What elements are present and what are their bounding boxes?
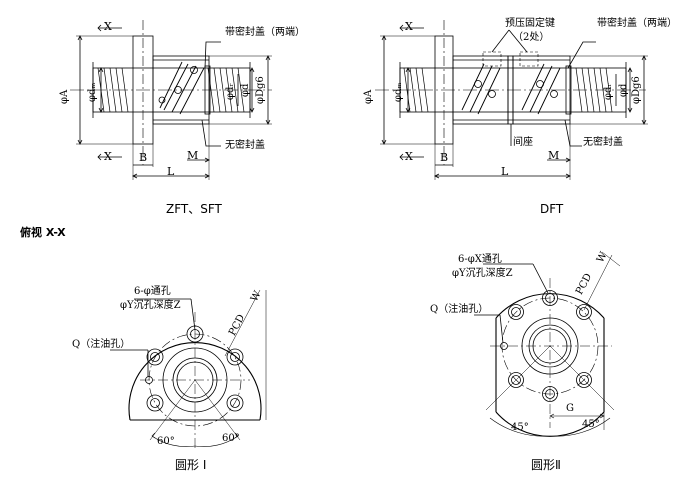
left-dim-l: L xyxy=(167,165,175,178)
top-view-label: 俯视 X-X xyxy=(20,226,66,239)
left-no-seal-label: 无密封盖 xyxy=(225,140,265,151)
flange-2-angle-left: 45° xyxy=(511,422,529,433)
right-dim-d: φd xyxy=(618,83,629,97)
flange-2-oil-hole-label: Q（注油孔） xyxy=(430,304,489,315)
flange-1-oil-hole-label: Q（注油孔） xyxy=(72,339,131,350)
right-dim-dr: φdᵣ xyxy=(603,83,614,100)
left-dim-dr: φdᵣ xyxy=(225,83,236,100)
right-preload-key-count: （2处） xyxy=(513,32,550,43)
flange-1-holes-label: 6-φ通孔 xyxy=(134,286,171,297)
flange-2-g-label: G xyxy=(566,403,574,414)
right-dim-dg6: φDg6 xyxy=(631,76,642,104)
left-section-x-bottom: X xyxy=(104,150,112,163)
right-section-x-bottom: X xyxy=(405,150,413,163)
left-side-view xyxy=(70,20,272,180)
left-dim-dm: φdₘ xyxy=(87,82,98,102)
flange-2-holes-label: 6-φX通孔 xyxy=(458,254,502,265)
right-spacer-label: 间座 xyxy=(513,137,533,148)
right-no-seal-label: 无密封盖 xyxy=(583,137,623,148)
left-dim-dg6: φDg6 xyxy=(255,76,266,104)
left-seal-both-label: 带密封盖（两端） xyxy=(225,27,305,38)
flange-2-view xyxy=(474,251,621,437)
left-dim-d: φd xyxy=(240,83,251,97)
flange-1-caption: 圆形 I xyxy=(175,458,207,472)
right-dim-a: φA xyxy=(363,89,374,104)
left-dim-b: B xyxy=(139,151,148,164)
left-section-x-top: X xyxy=(104,20,112,33)
right-seal-both-label: 带密封盖（两端） xyxy=(597,18,677,29)
left-dim-m: M xyxy=(187,149,199,162)
right-side-view xyxy=(375,20,648,180)
right-preload-key-label: 预压固定键 xyxy=(505,18,555,29)
right-dim-b: B xyxy=(440,151,449,164)
right-dim-dm: φdₘ xyxy=(393,82,404,102)
flange-2-oil-hole xyxy=(500,342,508,350)
right-dim-l: L xyxy=(501,165,509,178)
right-section-x-top: X xyxy=(405,20,413,33)
left-dim-a: φA xyxy=(59,89,70,104)
flange-2-counterbore-label: φY沉孔深度Z xyxy=(452,268,513,279)
flange-1-angle-left: 60° xyxy=(157,436,175,447)
right-view-caption: DFT xyxy=(540,202,564,216)
flange-2-caption: 圆形Ⅱ xyxy=(531,458,561,472)
flange-1-holes xyxy=(146,325,244,412)
left-view-caption: ZFT、SFT xyxy=(166,202,222,216)
flange-1-view xyxy=(110,289,267,448)
flange-1-counterbore-label: φY沉孔深度Z xyxy=(120,300,181,311)
right-dim-m: M xyxy=(548,149,560,162)
flange-1-angle-right: 60° xyxy=(222,433,240,444)
flange-2-angle-right: 45° xyxy=(582,419,600,430)
